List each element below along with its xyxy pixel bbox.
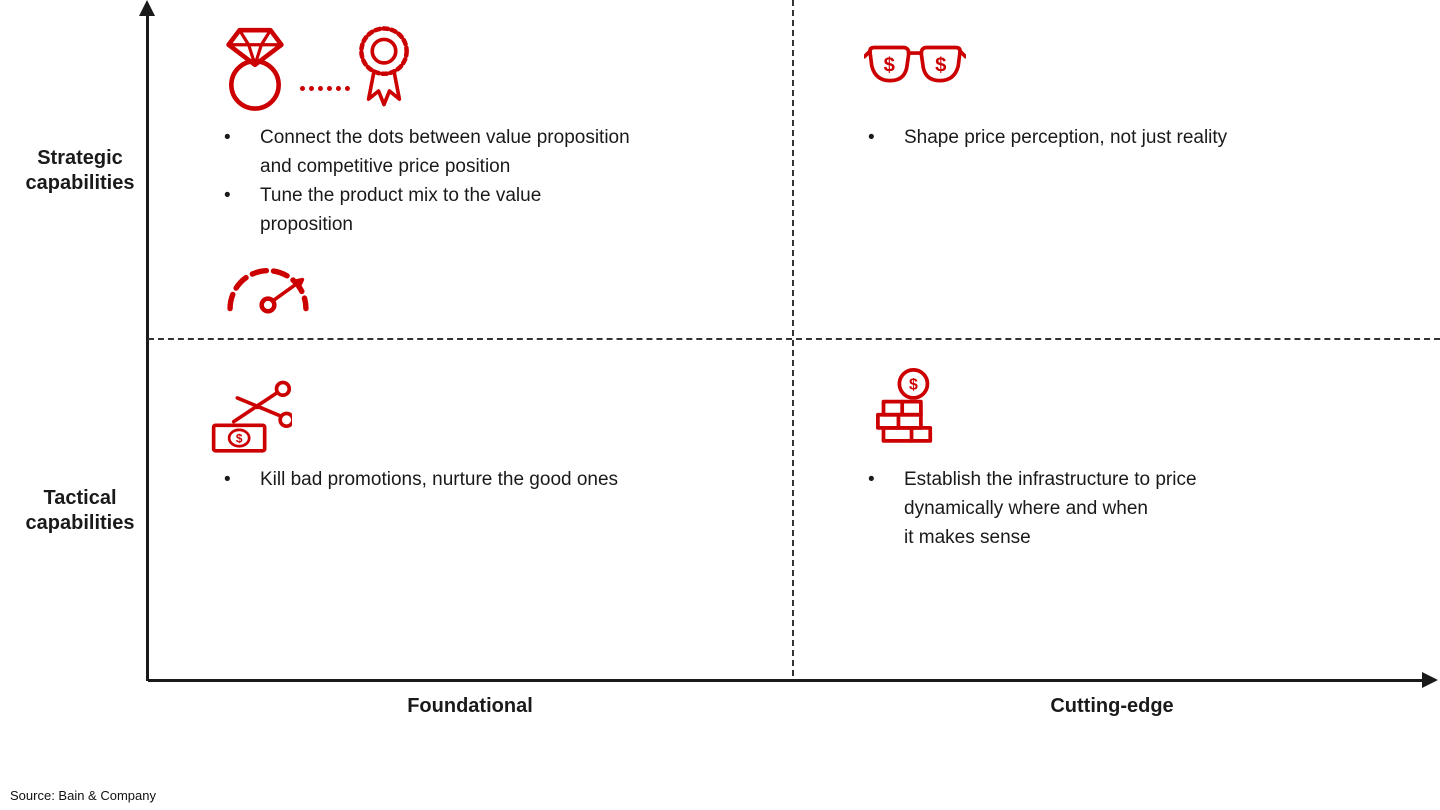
- scissors-cutting-money-icon: $: [210, 376, 292, 460]
- quadrant-bottom-right-bullets: • Establish the infrastructure to price …: [868, 465, 1328, 552]
- source-attribution: Source: Bain & Company: [10, 788, 156, 803]
- bullet-item: • Tune the product mix to the value prop…: [224, 181, 704, 239]
- x-axis-label-cutting-edge: Cutting-edge: [1050, 695, 1174, 717]
- coin-stack-dollar-icon: $: [872, 368, 938, 454]
- x-axis-label-foundational: Foundational: [407, 695, 533, 717]
- quadrant-bottom-left-bullets: • Kill bad promotions, nurture the good …: [224, 465, 744, 494]
- speedometer-icon: [222, 258, 314, 314]
- x-axis-arrow: [1422, 672, 1438, 688]
- bullet-item: • Establish the infrastructure to price …: [868, 465, 1328, 552]
- dollar-glyph: $: [884, 54, 895, 76]
- bullet-marker: •: [224, 185, 231, 206]
- sunglasses-dollar-icon: $ $: [864, 42, 966, 88]
- bullet-text: Tune the product mix to the value propos…: [260, 185, 542, 235]
- dollar-glyph: $: [236, 432, 243, 446]
- bullet-item: • Shape price perception, not just reali…: [868, 123, 1328, 152]
- bullet-item: • Kill bad promotions, nurture the good …: [224, 465, 744, 494]
- bullet-marker: •: [868, 469, 875, 490]
- y-axis-arrow: [139, 0, 155, 16]
- bullet-marker: •: [224, 127, 231, 148]
- y-axis-label-tactical: Tactical capabilities: [25, 487, 135, 534]
- diamond-ring-icon: [214, 24, 296, 112]
- y-axis-label-strategic: Strategic capabilities: [25, 147, 135, 194]
- quadrant-top-left-bullets: • Connect the dots between value proposi…: [224, 123, 704, 239]
- dollar-glyph: $: [909, 377, 918, 394]
- bullet-text: Shape price perception, not just reality: [904, 127, 1228, 148]
- quadrant-top-right-bullets: • Shape price perception, not just reali…: [868, 123, 1328, 152]
- dollar-glyph: $: [935, 54, 946, 76]
- bullet-text: Establish the infrastructure to price dy…: [904, 469, 1197, 548]
- y-axis: [146, 12, 149, 681]
- award-rosette-icon: [352, 24, 416, 110]
- bullet-marker: •: [224, 469, 231, 490]
- bullet-marker: •: [868, 127, 875, 148]
- x-axis: [148, 679, 1424, 682]
- dotted-connector: [300, 86, 350, 91]
- bullet-text: Kill bad promotions, nurture the good on…: [260, 469, 619, 490]
- quadrant-divider-horizontal: [148, 338, 1440, 340]
- bullet-text: Connect the dots between value propositi…: [260, 127, 630, 177]
- bullet-item: • Connect the dots between value proposi…: [224, 123, 704, 181]
